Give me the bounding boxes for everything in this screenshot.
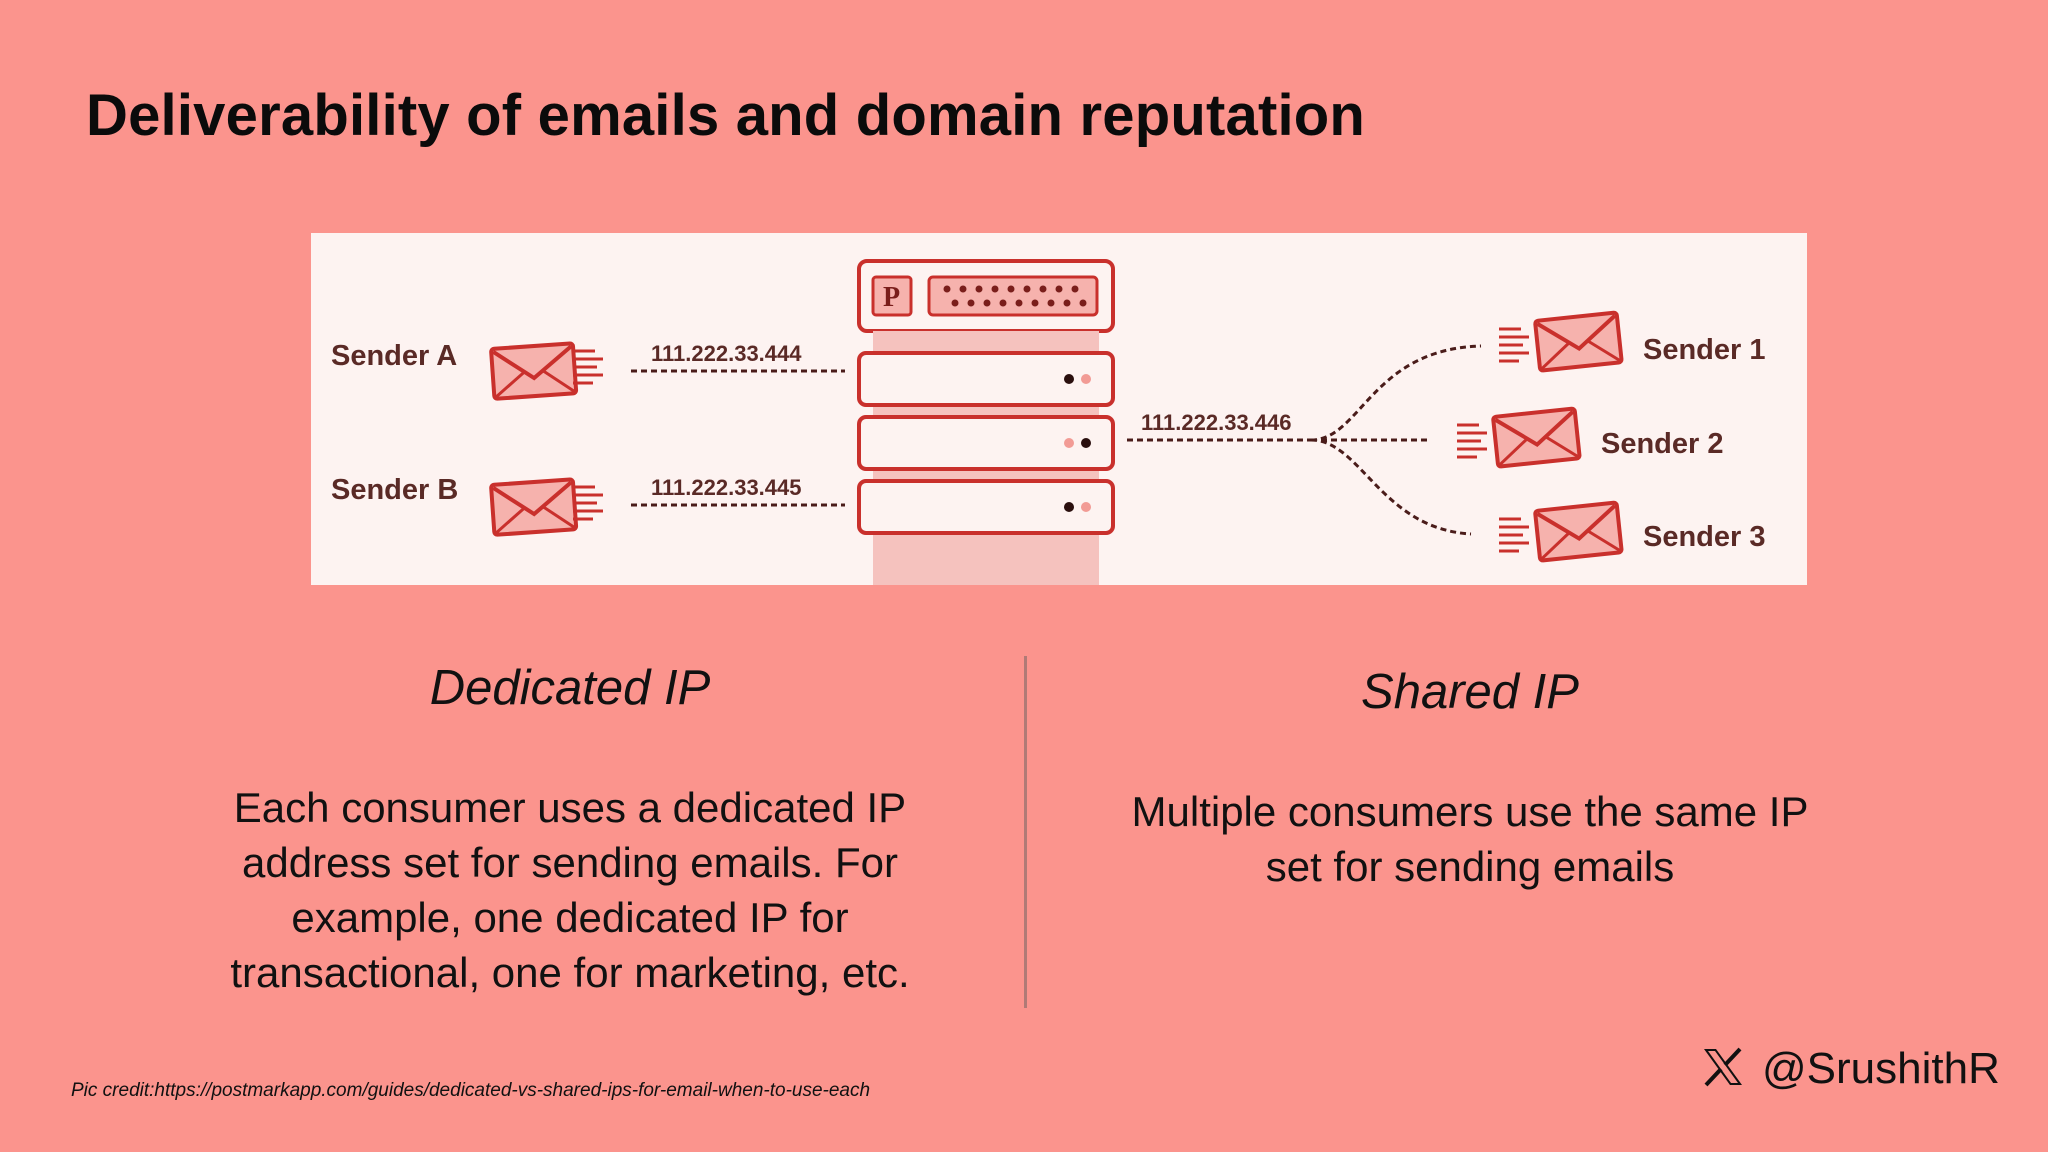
page-title: Deliverability of emails and domain repu…	[86, 83, 1366, 148]
envelope-icon	[489, 477, 579, 537]
envelope-icon	[1533, 310, 1624, 373]
ip-diagram-svg: Sender A 111.222.33.444 Sender B 111.222…	[331, 259, 1766, 585]
envelope-icon	[1533, 500, 1624, 563]
motion-lines-icon	[1497, 327, 1531, 363]
fan-line-1	[1310, 344, 1482, 442]
social-handle: @SrushithR	[1702, 1044, 2000, 1094]
sender-a-label: Sender A	[331, 340, 457, 372]
shared-ip-label: 111.222.33.446	[1141, 410, 1292, 435]
motion-lines-icon	[1455, 423, 1489, 459]
dedicated-ip-heading: Dedicated IP	[429, 661, 711, 715]
ip-diagram: Sender A 111.222.33.444 Sender B 111.222…	[311, 233, 1807, 585]
ip-label-b: 111.222.33.445	[651, 475, 802, 500]
sender-b-label: Sender B	[331, 474, 458, 506]
dedicated-ip-description: Each consumer uses a dedicated IP addres…	[230, 784, 910, 996]
x-logo-icon	[1702, 1047, 1744, 1092]
sender-1-label: Sender 1	[1643, 334, 1766, 366]
handle-text: @SrushithR	[1762, 1044, 2000, 1093]
picture-credit: Pic credit:https://postmarkapp.com/guide…	[71, 1080, 871, 1101]
shared-ip-description: Multiple consumers use the same IP set f…	[1131, 788, 1809, 890]
fan-line-3	[1310, 438, 1472, 536]
server-logo: P	[883, 282, 900, 313]
sender-2-label: Sender 2	[1601, 428, 1724, 460]
motion-lines-icon	[1497, 517, 1531, 553]
envelope-icon	[489, 341, 579, 401]
motion-lines-icon	[571, 485, 605, 521]
shared-ip-heading: Shared IP	[1361, 665, 1579, 719]
sender-3-label: Sender 3	[1643, 521, 1766, 553]
server-icon: P	[857, 259, 1115, 585]
motion-lines-icon	[571, 349, 605, 385]
envelope-icon	[1491, 406, 1582, 469]
column-divider	[1024, 656, 1027, 1008]
ip-label-a: 111.222.33.444	[651, 341, 802, 366]
